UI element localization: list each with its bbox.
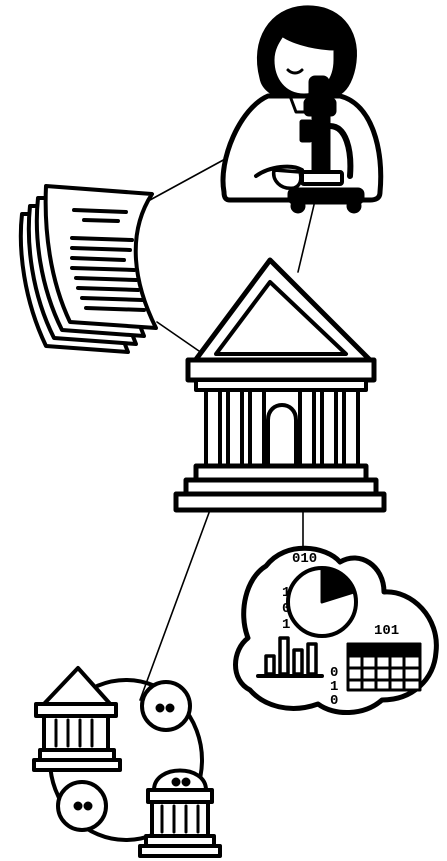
- network-person-top-icon: [142, 682, 190, 730]
- binary-left-3: 1: [282, 617, 290, 633]
- binary-left-2: 0: [282, 601, 290, 617]
- connector-building-network: [140, 510, 210, 700]
- network-person-bottom-icon: [58, 782, 106, 830]
- binary-mid-3: 0: [330, 693, 338, 709]
- binary-top: 010: [292, 551, 317, 567]
- research-papers-icon: [21, 186, 156, 352]
- scientist-with-microscope-icon: [223, 8, 381, 211]
- institution-building-icon: [176, 260, 384, 510]
- binary-right: 101: [374, 623, 399, 639]
- institution-network-icon: [34, 668, 220, 856]
- binary-left-1: 1: [282, 585, 290, 601]
